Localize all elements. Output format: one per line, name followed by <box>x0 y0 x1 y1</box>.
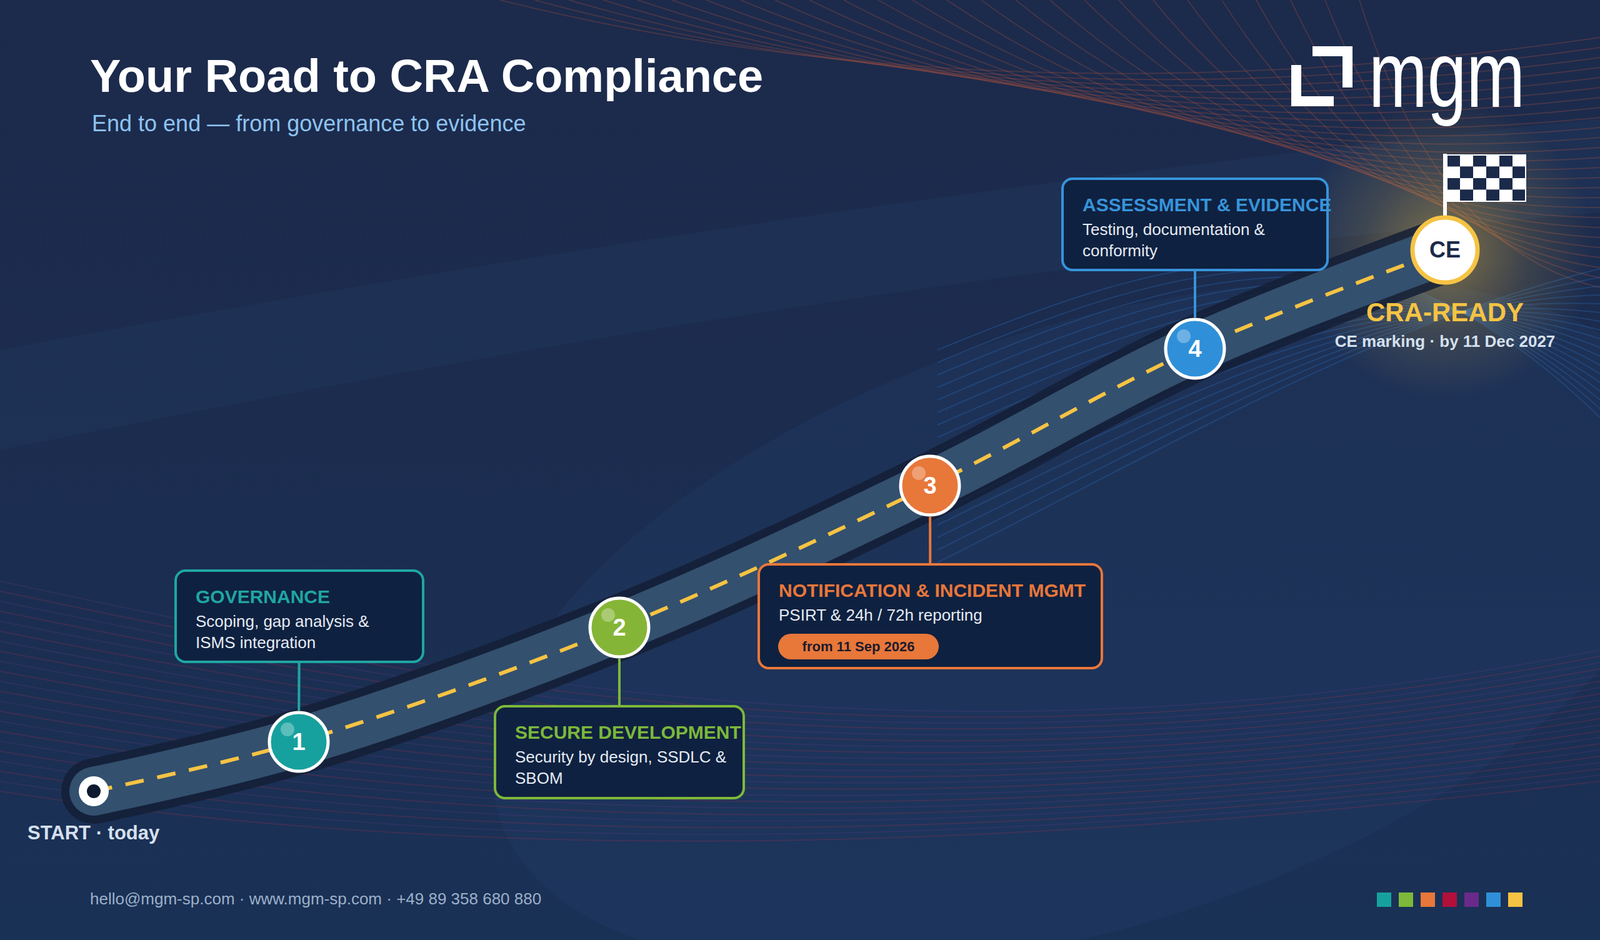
step-number: 2 <box>588 596 651 659</box>
milestone-box: ASSESSMENT & EVIDENCETesting, documentat… <box>1061 177 1329 272</box>
date-badge: from 11 Sep 2026 <box>778 633 939 660</box>
page-title: Your Road to CRA Compliance <box>90 48 764 105</box>
background-line <box>1015 0 1600 189</box>
start-dot-core <box>86 784 101 799</box>
goal-text: CE <box>1410 215 1480 285</box>
color-square <box>1486 892 1501 907</box>
logo-text: mgm <box>1368 27 1525 122</box>
goal-date: CE marking · by 11 Dec 2027 <box>1257 331 1600 352</box>
start-dot <box>78 776 109 807</box>
logo-stroke <box>1296 65 1334 102</box>
flag-cell <box>1460 190 1474 202</box>
road-edge <box>93 250 1445 792</box>
flag-cell <box>1486 166 1500 179</box>
milestone-box: NOTIFICATION & INCIDENT MGMTPSIRT & 24h … <box>757 563 1104 670</box>
box-heading: ASSESSMENT & EVIDENCE <box>1082 193 1318 217</box>
logo-stroke <box>1312 51 1348 88</box>
milestone-box: GOVERNANCEScoping, gap analysis & ISMS i… <box>174 569 425 664</box>
date-text: from 11 Sep 2026 <box>778 633 939 660</box>
box-text: Scoping, gap analysis & ISMS integration <box>195 610 414 654</box>
goal-glow <box>1295 100 1595 400</box>
step-number: 3 <box>898 454 962 517</box>
box-text: Security by design, SSDLC & SBOM <box>515 746 734 789</box>
flag-cell <box>1460 166 1474 179</box>
subtitle: End to end — from governance to evidence <box>91 110 526 137</box>
color-square <box>1464 892 1479 907</box>
box-heading: SECURE DEVELOPMENT <box>515 721 734 744</box>
flag-cell <box>1446 155 1460 167</box>
flag-cell <box>1486 178 1500 190</box>
flag-cell <box>1446 190 1460 202</box>
box-text: Testing, documentation & conformity <box>1082 218 1318 262</box>
goal-title: CRA-READY <box>1320 296 1570 329</box>
flag-cell <box>1460 178 1474 190</box>
milestone-marker: 1 <box>267 710 330 774</box>
leader-line <box>297 663 300 711</box>
milestone-marker: 4 <box>1163 317 1227 380</box>
step-number: 4 <box>1163 317 1227 380</box>
flag-cell <box>1473 178 1487 190</box>
milestone-marker: 2 <box>588 596 651 659</box>
leader-line <box>1193 271 1197 318</box>
goal-marker: CE <box>1410 215 1480 285</box>
flag-cell <box>1512 178 1526 190</box>
flag-cell <box>1499 178 1513 190</box>
footer-contact: hello@mgm-sp.com · www.mgm-sp.com · +49 … <box>90 889 542 909</box>
color-square <box>1442 892 1457 907</box>
flag-cell <box>1446 166 1460 179</box>
flag-cell <box>1499 190 1513 202</box>
flag-cell <box>1499 155 1513 167</box>
milestone-marker: 3 <box>898 454 962 517</box>
flag-border <box>1446 155 1526 202</box>
flag-cell <box>1512 166 1526 179</box>
flag-cell <box>1473 166 1487 179</box>
milestone-box: SECURE DEVELOPMENTSecurity by design, SS… <box>493 705 745 800</box>
leader-line <box>928 516 932 564</box>
box-text: PSIRT & 24h / 72h reporting <box>778 604 1092 626</box>
color-square <box>1420 892 1435 907</box>
color-square <box>1508 892 1523 907</box>
flag-cell <box>1512 190 1526 202</box>
leader-line <box>618 658 621 705</box>
color-square <box>1398 892 1414 907</box>
flag-cell <box>1512 155 1526 167</box>
road-surface <box>93 250 1445 792</box>
flag-cell <box>1446 178 1460 190</box>
flag-cell <box>1499 166 1513 179</box>
flag-cell <box>1473 155 1487 167</box>
box-heading: NOTIFICATION & INCIDENT MGMT <box>778 579 1092 602</box>
flag-cell <box>1473 190 1487 202</box>
step-number: 1 <box>267 710 330 774</box>
box-heading: GOVERNANCE <box>195 585 414 609</box>
road-dashes <box>93 250 1445 792</box>
flag-cell <box>1486 155 1500 167</box>
flag-cell <box>1460 155 1474 167</box>
flag-cell <box>1486 190 1500 202</box>
color-square <box>1376 892 1392 907</box>
start-label: START · today <box>27 821 160 845</box>
logo-icon <box>1296 51 1348 102</box>
